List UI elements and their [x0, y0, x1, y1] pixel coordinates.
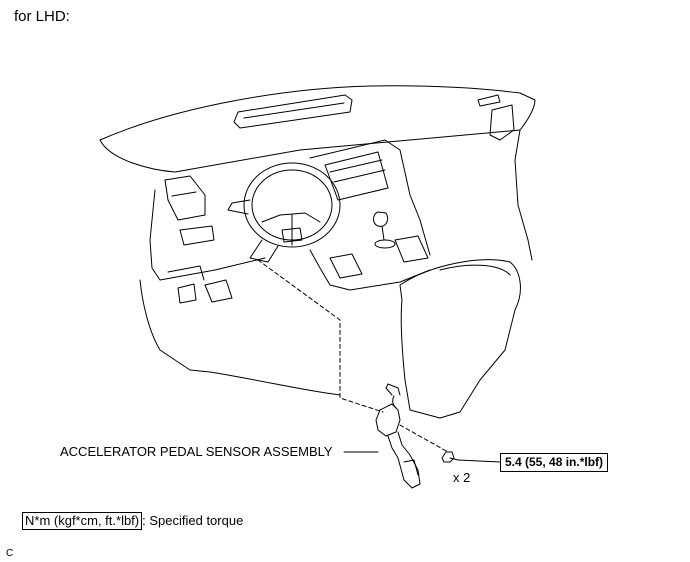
right-corner-vent: [477, 94, 501, 107]
dashboard-top: [99, 85, 536, 173]
bolt: [441, 451, 455, 463]
center-stack: [309, 139, 431, 256]
brake-pedal: [204, 279, 233, 303]
diagram-title: for LHD:: [14, 8, 70, 25]
leader-line: [257, 259, 384, 413]
legend-description: : Specified torque: [142, 513, 244, 528]
left-side-vent: [164, 175, 206, 221]
torque-spec-box: 5.4 (55, 48 in.*lbf): [500, 453, 609, 472]
part-label: ACCELERATOR PEDAL SENSOR ASSEMBLY: [60, 444, 333, 459]
legend-unit-box: N*m (kgf*cm, ft.*lbf): [22, 512, 143, 530]
bolt-quantity: x 2: [453, 470, 471, 485]
right-side-vent: [489, 104, 515, 141]
shift-lever: [373, 211, 389, 227]
illustration-code: C: [6, 548, 14, 559]
center-vent: [233, 94, 353, 129]
center-console: [399, 259, 521, 419]
accelerator-pedal: [385, 383, 401, 396]
torque-legend: N*m (kgf*cm, ft.*lbf): Specified torque: [22, 512, 243, 530]
steering-wheel: [243, 162, 341, 248]
